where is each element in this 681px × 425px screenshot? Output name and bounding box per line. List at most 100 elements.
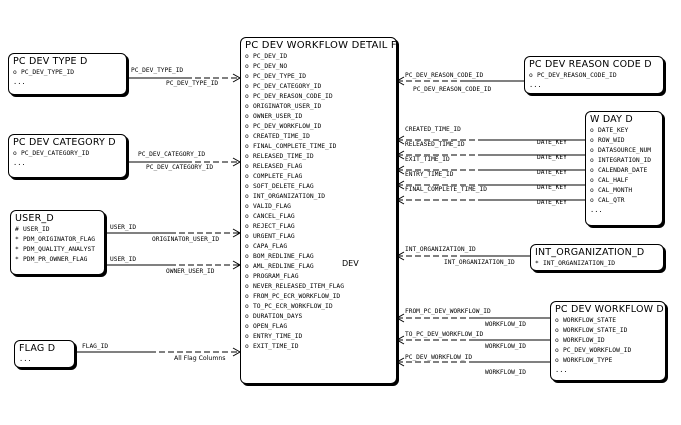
attribute-name: PC_DEV_ID xyxy=(253,53,288,60)
attribute-marker: o xyxy=(245,173,249,180)
attribute-name: TO_PC_ECR_WORKFLOW_ID xyxy=(253,303,333,310)
attribute-name: DATE_KEY xyxy=(598,127,629,134)
ellipsis: ... xyxy=(555,366,568,374)
attribute-marker: o xyxy=(245,63,249,70)
attribute-name: CAL_QTR xyxy=(598,197,625,204)
label-type-bottom: PC_DEV_TYPE_ID xyxy=(166,80,219,87)
attribute-name: DURATION_DAYS xyxy=(253,313,303,320)
label-org-top: INT_ORGANIZATION_ID xyxy=(405,246,476,253)
attribute-name: PC_DEV_REASON_CODE_ID xyxy=(537,72,617,79)
attribute-name: VALID_FLAG xyxy=(253,203,291,210)
attribute-marker: o xyxy=(245,253,249,260)
attribute-name: RELEASED_TIME_ID xyxy=(253,153,314,160)
label-datekey-1: DATE_KEY xyxy=(537,139,567,146)
label-wf-to: TO_PC_DEV_WORKFLOW_ID xyxy=(405,331,484,338)
label-category-top: PC_DEV_CATEGORY_ID xyxy=(138,151,206,158)
attribute-name: CALENDAR_DATE xyxy=(598,167,648,174)
entity-user-d[interactable]: USER_D #USER_ID*PDM_ORIGINATOR_FLAG*PDM_… xyxy=(10,210,105,275)
attribute-marker: o xyxy=(555,347,559,354)
attribute-marker: o xyxy=(245,283,249,290)
attribute: o PC_DEV_REASON_CODE_ID xyxy=(525,71,663,81)
attribute: o OPEN_FLAG xyxy=(241,322,396,332)
attribute-name: DATASOURCE_NUM xyxy=(598,147,652,154)
attribute-marker: o xyxy=(245,73,249,80)
attribute-marker: o xyxy=(529,72,533,79)
attribute: o DATE_KEY xyxy=(586,126,662,136)
entity-title: PC DEV CATEGORY D xyxy=(13,137,116,148)
label-flag-top: FLAG_ID xyxy=(82,343,109,350)
attribute-marker: o xyxy=(245,323,249,330)
attribute-name: INTEGRATION_ID xyxy=(598,157,652,164)
label-reason-bottom: PC_DEV_REASON_CODE_ID xyxy=(413,86,492,93)
entity-int-organization-d[interactable]: INT_ORGANIZATION_D *INT_ORGANIZATION_ID xyxy=(530,244,664,271)
attribute-marker: o xyxy=(245,293,249,300)
label-wf-dev: PC_DEV_WORKFLOW_ID xyxy=(405,354,473,361)
attribute-marker: o xyxy=(245,163,249,170)
attribute-marker: o xyxy=(245,213,249,220)
attribute-name: CREATED_TIME_ID xyxy=(253,133,310,140)
attribute-name: REJECT_FLAG xyxy=(253,223,295,230)
attribute-name: WORKFLOW_ID xyxy=(563,337,605,344)
label-datekey-3: DATE_KEY xyxy=(537,169,567,176)
label-user-a-top: USER_ID xyxy=(110,224,137,231)
attribute-marker: o xyxy=(590,127,594,134)
attribute-marker: o xyxy=(245,333,249,340)
attribute-name: OWNER_USER_ID xyxy=(253,113,303,120)
label-user-a-bottom: ORIGINATOR_USER_ID xyxy=(152,236,220,243)
attribute-name: OPEN_FLAG xyxy=(253,323,288,330)
ellipsis: ... xyxy=(13,159,26,167)
entity-title: W DAY D xyxy=(590,114,633,125)
attribute-marker: o xyxy=(245,123,249,130)
label-flag-bottom: All Flag Columns xyxy=(174,355,226,362)
attribute: o TO_PC_ECR_WORKFLOW_ID xyxy=(241,302,396,312)
label-day-entry: ENTRY_TIME_ID xyxy=(405,171,454,178)
attribute-marker: * xyxy=(15,256,19,263)
attribute-name: PDM_PR_OWNER_FLAG xyxy=(23,256,88,263)
attribute-name: URGENT_FLAG xyxy=(253,233,295,240)
attribute-name: AML_REDLINE_FLAG xyxy=(253,263,314,270)
attribute-marker: * xyxy=(15,236,19,243)
attribute-name: PC_DEV_CATEGORY_ID xyxy=(253,83,322,90)
attribute: o WORKFLOW_ID xyxy=(551,336,665,346)
attribute: *PDM_QUALITY_ANALYST xyxy=(11,245,104,255)
entity-title: PC DEV WORKFLOW DETAIL F xyxy=(245,40,397,51)
attribute-marker: o xyxy=(13,150,17,157)
entity-flag-d[interactable]: FLAG D ... xyxy=(14,340,75,368)
attribute-marker: o xyxy=(555,337,559,344)
attribute: * PDM_PR_OWNER_FLAG xyxy=(11,255,104,265)
ellipsis: ... xyxy=(529,81,542,89)
attribute-marker: * xyxy=(535,260,539,267)
label-org-bottom: INT_ORGANIZATION_ID xyxy=(444,259,515,266)
entity-title: PC DEV WORKFLOW D xyxy=(555,304,664,315)
attribute-marker: o xyxy=(245,303,249,310)
attribute-marker: o xyxy=(245,263,249,270)
